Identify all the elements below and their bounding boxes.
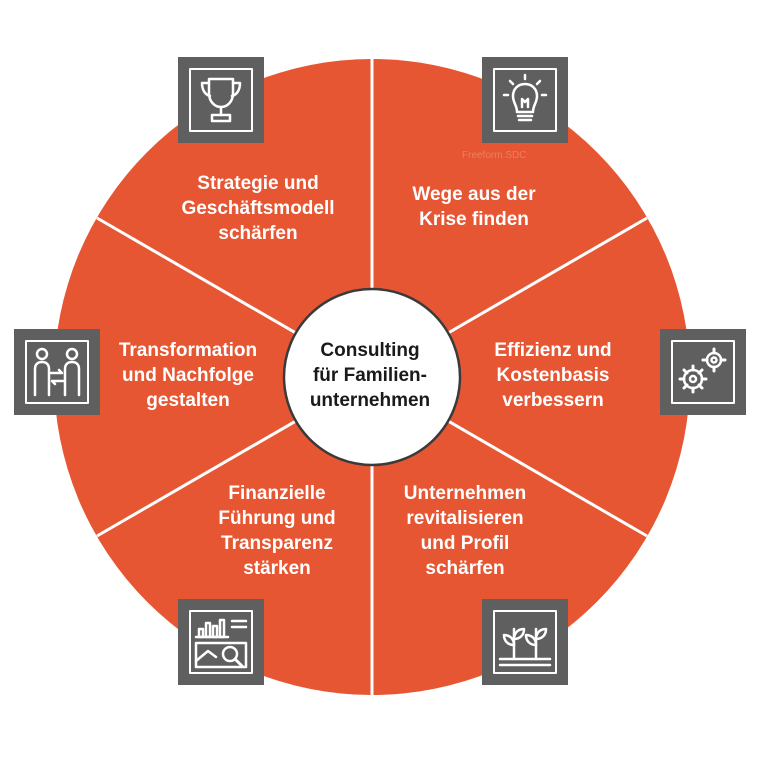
handover-icon [14, 329, 100, 415]
segment-label-line: verbessern [502, 390, 604, 411]
segment-label-line: schärfen [425, 558, 505, 579]
segment-label-line: Führung und [218, 508, 336, 529]
center-label-line: für Familien- [312, 365, 427, 386]
lightbulb-icon [482, 57, 568, 143]
segment-label-line: Geschäftsmodell [181, 198, 335, 219]
trophy-icon [178, 57, 264, 143]
watermark-text: Freeform.SDC [462, 150, 527, 161]
center-label-line: unternehmen [309, 390, 431, 411]
plants-icon [482, 599, 568, 685]
segment-label-line: und Profil [420, 533, 510, 554]
segment-label-line: gestalten [146, 390, 230, 411]
segment-label-line: Unternehmen [403, 483, 527, 504]
segment-label-line: schärfen [218, 223, 298, 244]
segment-label-transformation: Transformation und Nachfolge gestalten [88, 338, 288, 413]
segment-label-line: Transparenz [221, 533, 333, 554]
segment-label-line: Effizienz und [494, 340, 612, 361]
segment-label-line: Wege aus der [412, 184, 536, 205]
segment-label-line: Transformation [118, 340, 258, 361]
chart-analysis-icon [178, 599, 264, 685]
segment-label-line: revitalisieren [406, 508, 524, 529]
segment-label-line: Krise finden [419, 209, 529, 230]
segment-label-finanzen: Finanzielle Führung und Transparenz stär… [177, 481, 377, 581]
segment-label-line: stärken [243, 558, 311, 579]
segment-label-line: Finanzielle [228, 483, 326, 504]
center-label-line: Consulting [320, 340, 420, 361]
center-label: Consulting für Familien- unternehmen [290, 338, 450, 413]
segment-label-line: und Nachfolge [122, 365, 254, 386]
segment-dividers [96, 59, 648, 695]
gears-icon [660, 329, 746, 415]
segment-label-strategie: Strategie und Geschäftsmodell schärfen [158, 171, 358, 246]
segment-label-krise: Wege aus der Krise finden [374, 182, 574, 232]
segment-label-line: Strategie und [197, 173, 319, 194]
segment-label-effizienz: Effizienz und Kostenbasis verbessern [453, 338, 653, 413]
center-circle [282, 287, 462, 467]
segment-label-revitalisieren: Unternehmen revitalisieren und Profil sc… [365, 481, 565, 581]
segment-label-line: Kostenbasis [496, 365, 610, 386]
